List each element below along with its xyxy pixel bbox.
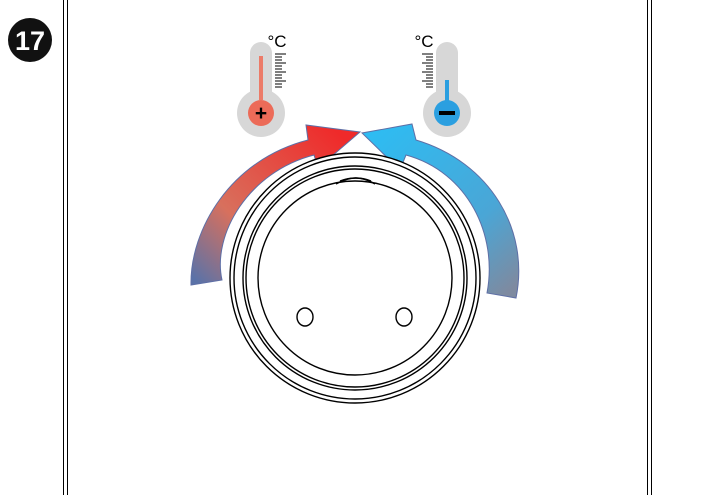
knob-ring-2: [233, 156, 477, 400]
thermostat-knob[interactable]: [229, 152, 481, 404]
hot-bulb: [248, 100, 274, 126]
thermometer-cold-icon: °C: [414, 32, 471, 137]
cold-sign: [439, 111, 455, 115]
cold-scale-ticks: [422, 53, 433, 88]
knob-outer-ring: [229, 152, 481, 404]
hot-unit-label: °C: [267, 32, 286, 51]
cold-unit-label: °C: [414, 32, 433, 51]
knob-ring-4: [245, 168, 465, 388]
hot-scale-ticks: [275, 53, 286, 88]
frame: [63, 0, 652, 495]
step-badge: 17: [8, 18, 52, 62]
rotate-right-arrow-icon: [360, 123, 520, 299]
thermometer-hot-icon: + °C: [237, 32, 287, 137]
knob-hole-right: [395, 307, 413, 327]
knob-face: [257, 180, 453, 376]
step-badge-circle: [8, 18, 52, 62]
knob-ring-3: [242, 165, 468, 391]
hot-sign: +: [255, 102, 267, 125]
knob-hole-left: [296, 307, 314, 327]
step-number: 17: [15, 26, 45, 56]
